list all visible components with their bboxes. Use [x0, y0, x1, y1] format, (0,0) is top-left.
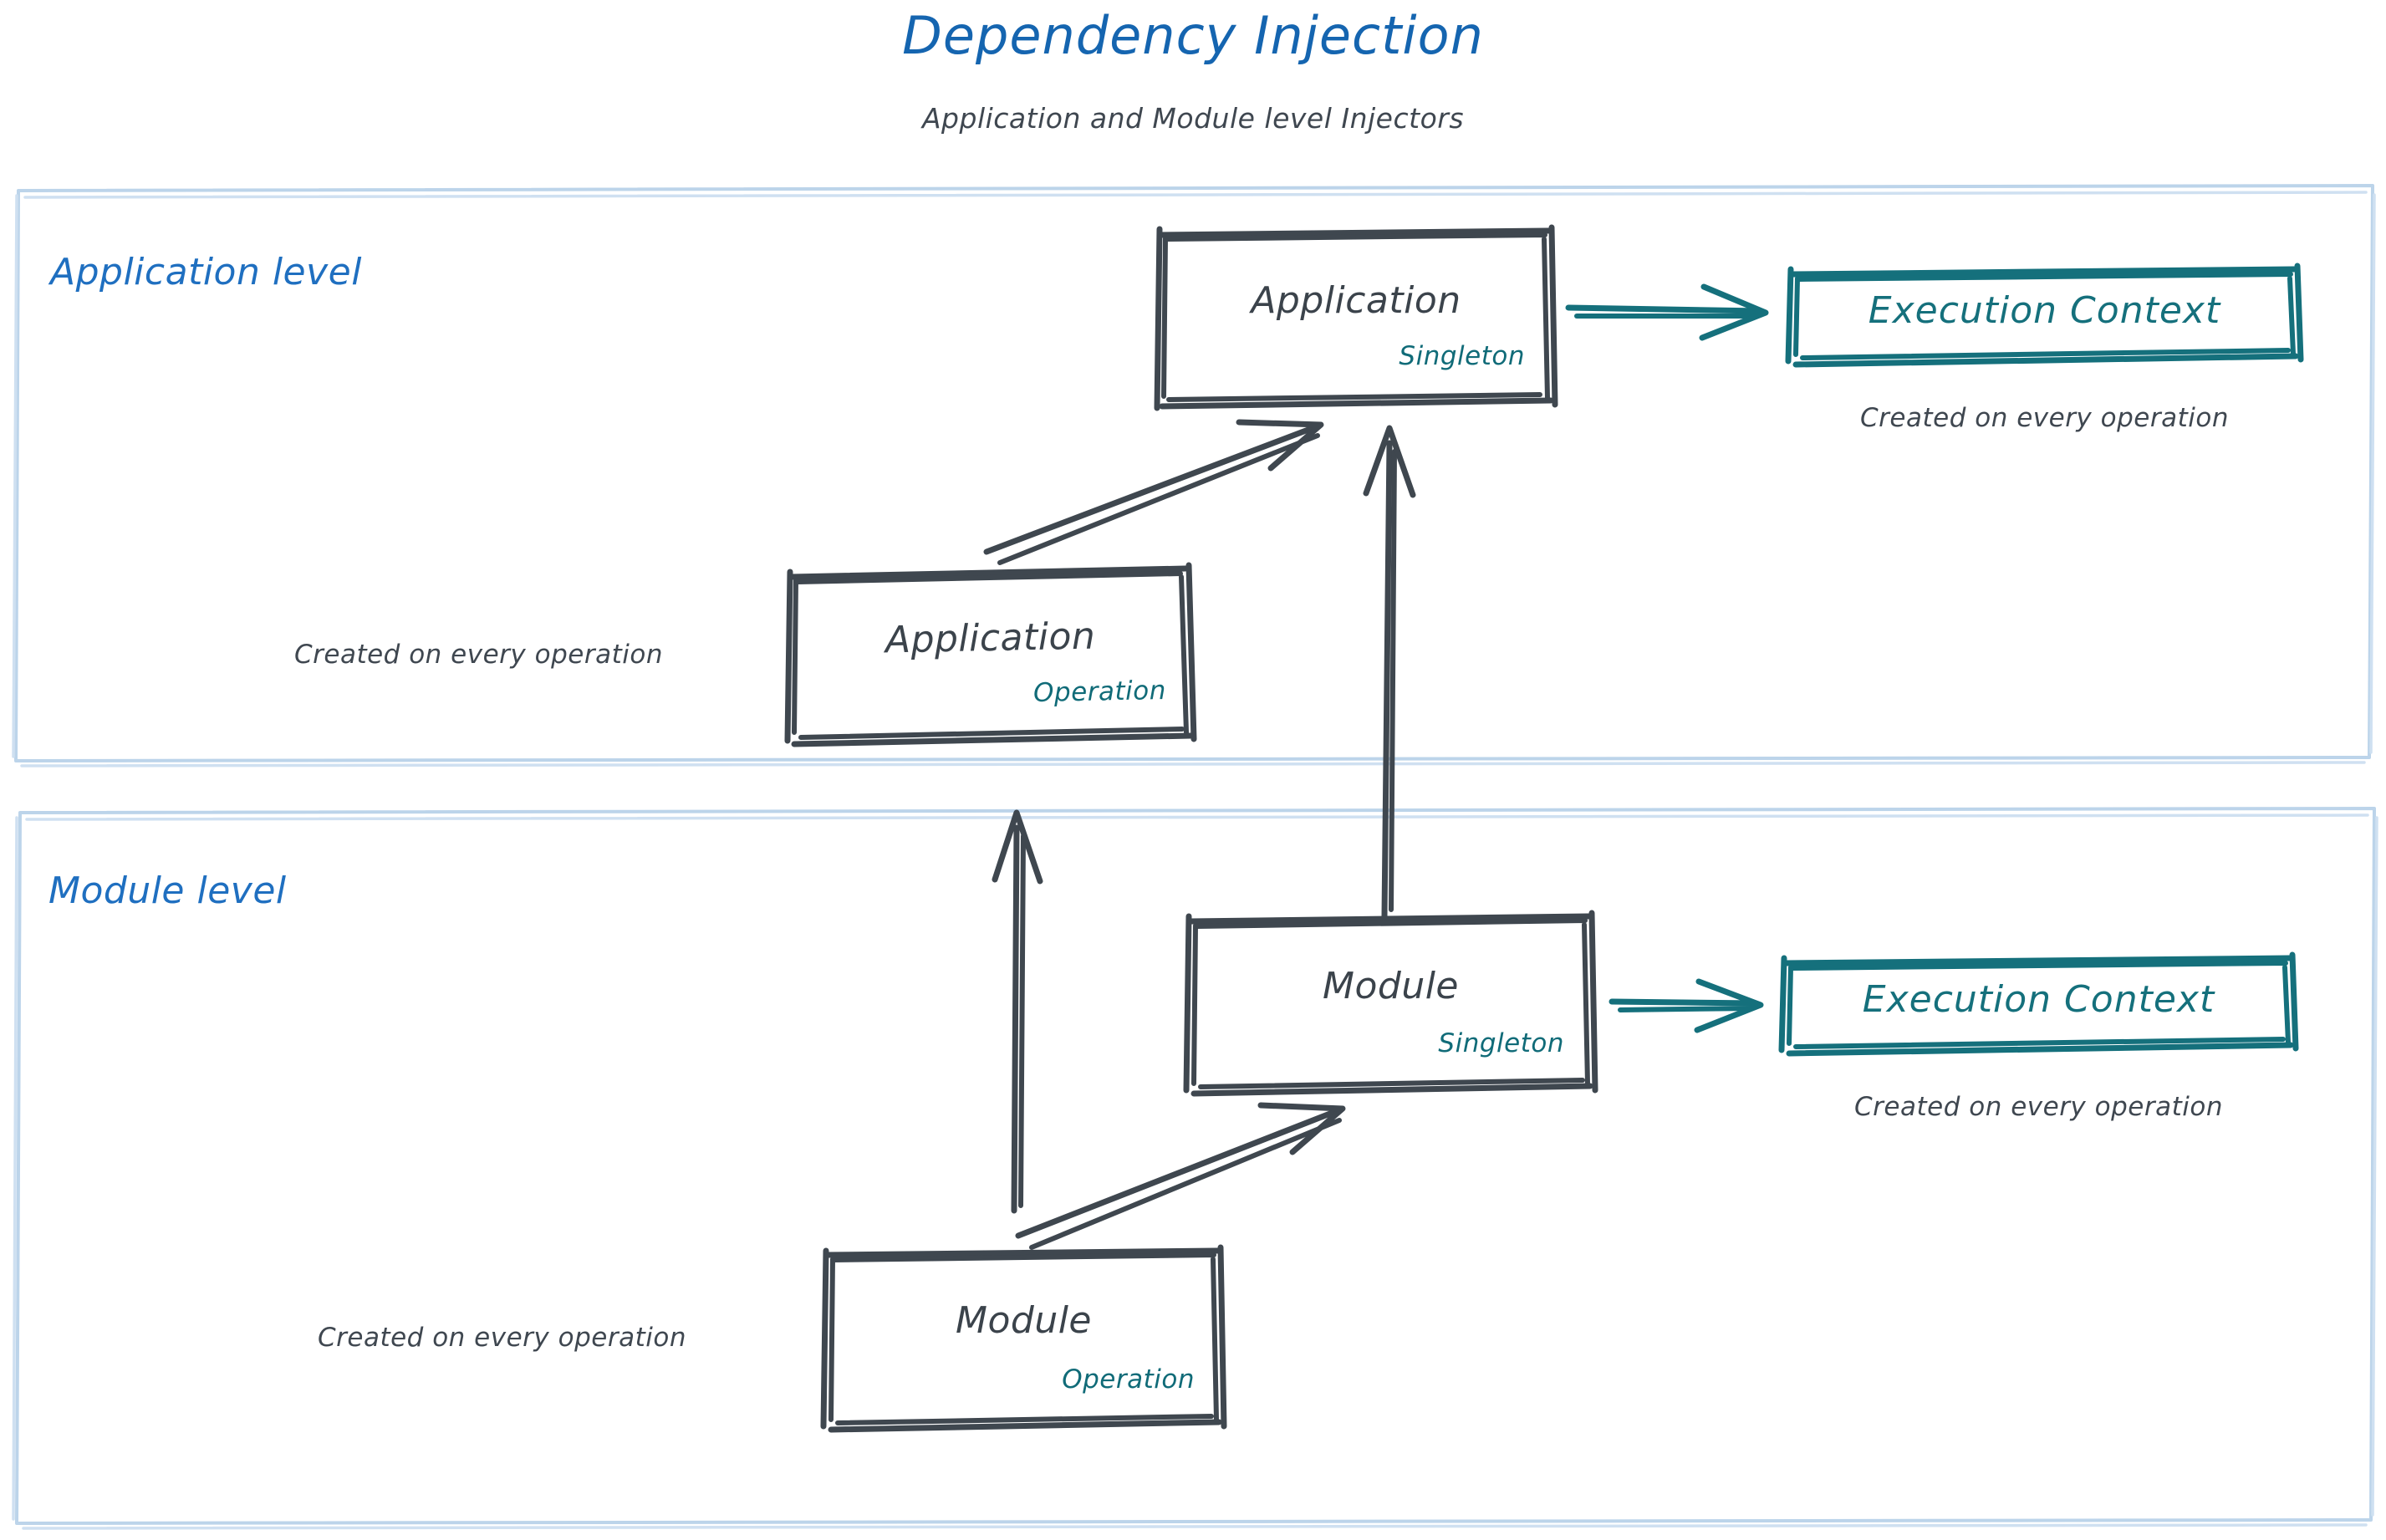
edge-module-operation-to-module-singleton	[1015, 1102, 1346, 1250]
node-application-operation[interactable]: Application Operation	[786, 563, 1196, 747]
node-title: Module	[1323, 965, 1459, 1007]
group-label-module-level: Module level	[48, 869, 287, 912]
node-scope-badge: Operation	[1062, 1364, 1195, 1395]
node-exec-ctx-app[interactable]: Execution Context	[1788, 266, 2301, 365]
node-title: Execution Context	[1862, 978, 2215, 1021]
edge-app-operation-to-app-singleton	[983, 419, 1324, 565]
edge-module-singleton-to-app-singleton	[1363, 425, 1416, 920]
caption-exec-ctx-app: Created on every operation	[1860, 403, 2229, 433]
node-exec-ctx-module[interactable]: Execution Context	[1782, 955, 2296, 1053]
node-title: Module	[956, 1299, 1092, 1342]
edge-app-singleton-to-exec-ctx	[1565, 283, 1769, 341]
caption-module-operation: Created on every operation	[318, 1323, 686, 1353]
node-module-operation[interactable]: Module Operation	[823, 1247, 1224, 1430]
node-scope-badge: Singleton	[1399, 341, 1525, 371]
node-scope-badge: Singleton	[1438, 1028, 1564, 1058]
caption-application-operation: Created on every operation	[294, 640, 663, 670]
page-title: Dependency Injection	[902, 5, 1484, 66]
node-title: Application	[1251, 279, 1461, 322]
edge-module-operation-to-app-operation	[992, 809, 1043, 1214]
node-scope-badge: Operation	[1032, 675, 1167, 709]
caption-exec-ctx-module: Created on every operation	[1854, 1092, 2223, 1122]
edge-module-singleton-to-exec-ctx	[1609, 978, 1764, 1033]
node-title: Execution Context	[1868, 289, 2221, 332]
page-subtitle: Application and Module level Injectors	[921, 102, 1465, 135]
node-application-singleton[interactable]: Application Singleton	[1157, 227, 1555, 408]
node-module-singleton[interactable]: Module Singleton	[1186, 913, 1595, 1094]
group-label-application-level: Application level	[50, 251, 362, 293]
node-title: Application	[885, 614, 1096, 662]
